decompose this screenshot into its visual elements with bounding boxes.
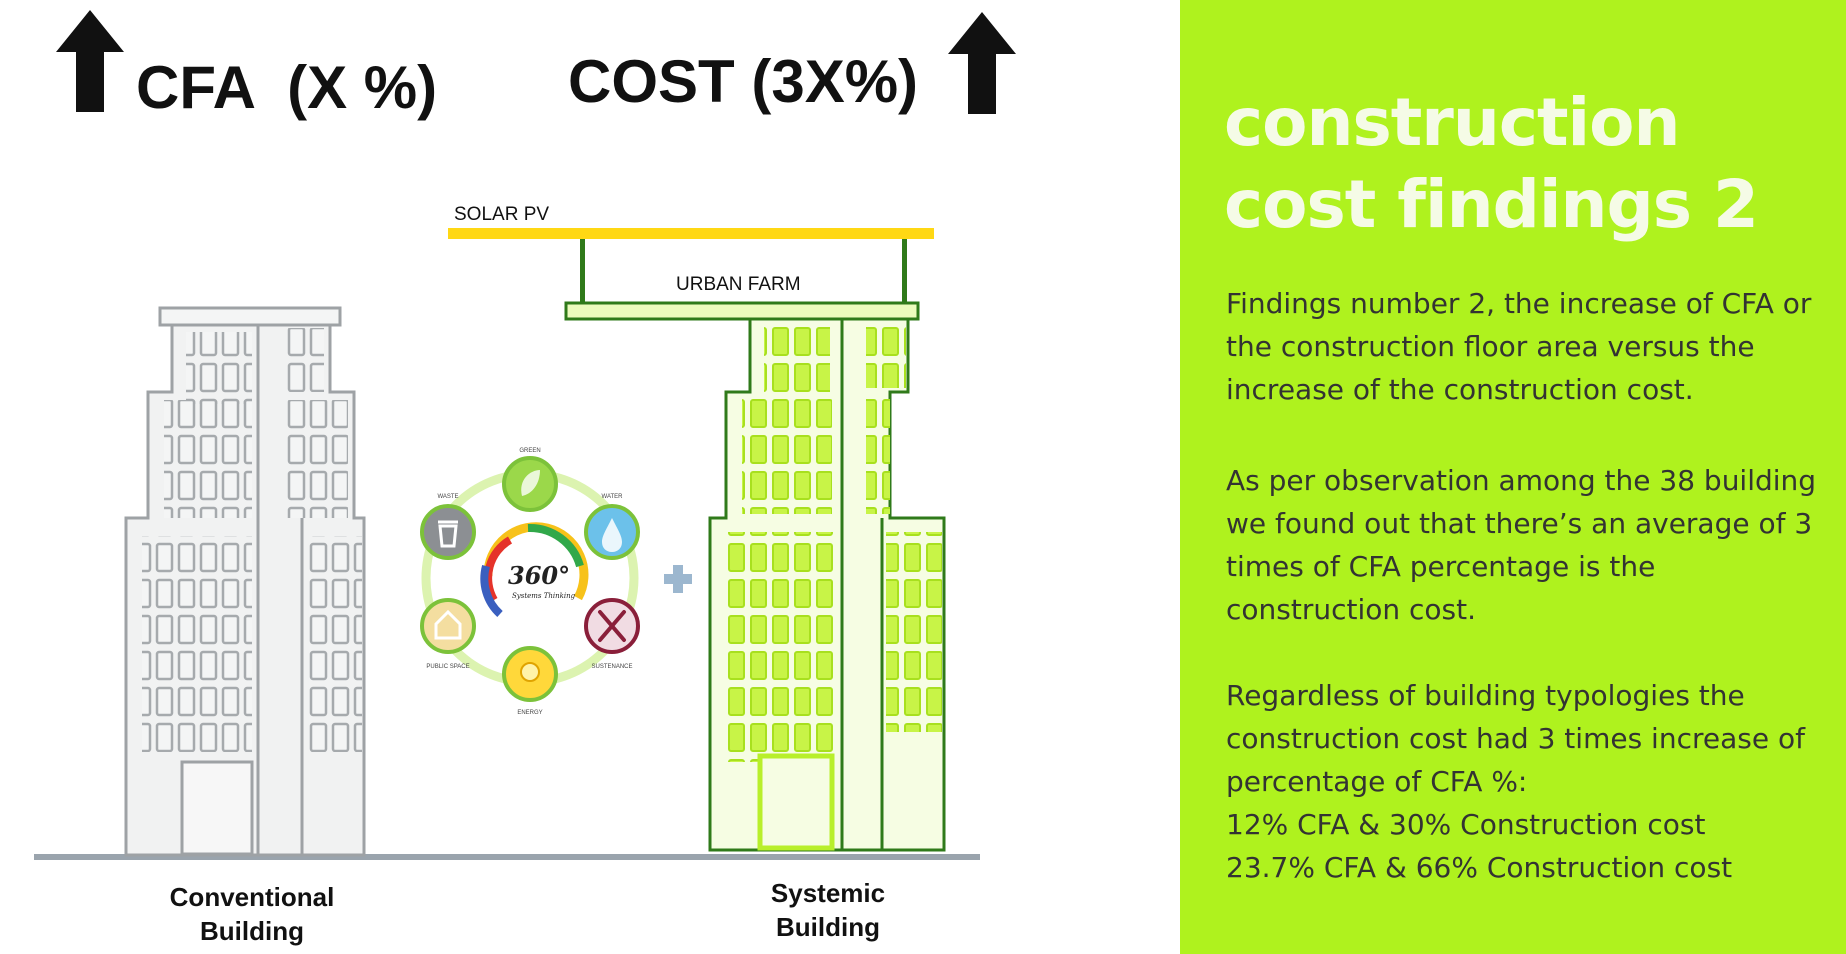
wheel-node-sustenance-label: SUSTENANCE (591, 664, 632, 670)
findings-paragraph-3: Regardless of building typologies the co… (1226, 674, 1826, 889)
conventional-label-line2: Building (200, 916, 304, 946)
findings-stat-1: 12% CFA & 30% Construction cost (1226, 808, 1706, 841)
wheel-node-green-label: GREEN (519, 448, 540, 454)
plus-icon (664, 565, 692, 593)
wheel-node-public-space-label: PUBLIC SPACE (426, 664, 469, 670)
sun-icon (520, 662, 540, 682)
leaf-icon (521, 470, 540, 496)
wheel-node-water-label: WATER (602, 494, 624, 500)
house-icon (434, 609, 462, 640)
wheel-node-public-space (420, 598, 476, 654)
conventional-label-line1: Conventional (170, 882, 335, 912)
urban-farm-label: URBAN FARM (676, 274, 801, 295)
wheel-node-energy-label: ENERGY (517, 710, 542, 716)
findings-paragraph-2: As per observation among the 38 building… (1226, 464, 1817, 626)
cost-up-arrow-icon (948, 12, 1016, 114)
systemic-building (564, 301, 946, 852)
cfa-heading: CFA (X %) (136, 54, 437, 121)
cost-heading: COST (3X%) (568, 48, 918, 115)
fork-knife-icon (598, 610, 626, 642)
solar-support-right (902, 239, 907, 303)
systemic-label-line1: Systemic (771, 878, 885, 908)
panel-title: construction cost findings 2 (1224, 84, 1759, 243)
wheel-node-waste (420, 504, 476, 560)
findings-paragraph-3-intro: Regardless of building typologies the co… (1226, 679, 1805, 798)
systems-thinking-wheel: 360° Systems Thinking GREEN WATER SUSTEN… (420, 448, 640, 716)
systemic-label-line2: Building (776, 912, 880, 942)
cfa-up-arrow-icon (56, 10, 124, 112)
solar-support-left (580, 239, 585, 303)
building-comparison-diagram: CFA (X %) COST (3X%) Conventional Buildi… (34, 10, 1016, 946)
wheel-node-waste-label: WASTE (437, 494, 458, 500)
findings-panel: construction cost findings 2 Findings nu… (1180, 0, 1846, 954)
solar-pv-panel (448, 228, 934, 239)
findings-stat-2: 23.7% CFA & 66% Construction cost (1226, 851, 1733, 884)
ground-line (34, 854, 980, 860)
wheel-center-360: 360° (508, 561, 570, 590)
findings-paragraph-1: Findings number 2, the increase of CFA o… (1226, 287, 1812, 406)
trash-bin-icon (438, 520, 458, 548)
wheel-center-subtitle: Systems Thinking (512, 592, 576, 600)
conventional-building (124, 306, 366, 857)
solar-pv-label: SOLAR PV (454, 204, 549, 225)
water-drop-icon (602, 518, 622, 552)
